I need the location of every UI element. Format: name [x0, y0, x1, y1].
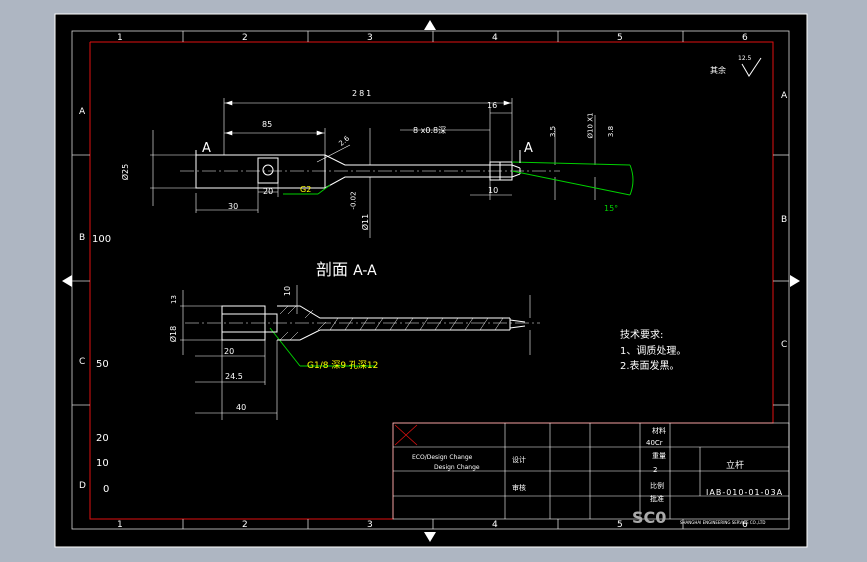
zone-col-1-bottom: 1 — [117, 520, 123, 530]
dim-85: 85 — [262, 120, 273, 129]
dim-g2: G2 — [300, 185, 312, 194]
tb-change-en-1: ECO/Design Change — [412, 454, 473, 461]
zone-row-a-right: A — [781, 91, 788, 101]
zone-col-6-bottom: 6 — [742, 520, 748, 530]
zone-row-d-left: D — [79, 481, 86, 491]
tb-weight-head: 重量 — [652, 452, 666, 460]
section-mark-right: A — [524, 141, 533, 156]
tb-logo: SC0 — [632, 508, 667, 527]
tb-material-head: 材料 — [652, 427, 666, 435]
tb-change-en-2: Design Change — [434, 464, 480, 471]
zone-row-a-left: A — [79, 107, 86, 117]
zone-col-4-bottom: 4 — [492, 520, 498, 530]
surface-note-value: 12.5 — [738, 55, 752, 62]
zone-col-2-top: 2 — [242, 33, 248, 43]
dim-38: 3.8 — [607, 125, 616, 138]
zone-col-6-top: 6 — [742, 33, 748, 43]
tb-part-name: 立杆 — [726, 461, 745, 471]
dim-20-top: 20 — [263, 187, 274, 196]
center-mark-right — [790, 275, 800, 287]
tb-material: 40Cr — [646, 439, 663, 447]
zone-row-c-right: C — [781, 340, 788, 350]
scale-0: 0 — [103, 484, 110, 495]
sec-dim-20: 20 — [224, 347, 235, 356]
zone-row-b-left: B — [79, 233, 86, 243]
dim-30: 30 — [228, 202, 239, 211]
tech-requirement-1: 1、调质处理。 — [620, 346, 687, 357]
dim-281: 281 — [352, 89, 374, 98]
tb-scale: 2 — [653, 466, 658, 474]
scale-10: 10 — [96, 458, 109, 469]
dim-16: 16 — [487, 101, 498, 110]
title-block-grid — [392, 422, 790, 520]
dim-angle: 15° — [604, 204, 619, 213]
tb-design-head: 设计 — [512, 456, 526, 464]
section-view-part — [221, 305, 526, 341]
zone-row-b-right: B — [781, 215, 788, 225]
section-cut-markers — [195, 150, 521, 163]
section-title-suffix: A-A — [353, 263, 377, 279]
section-title: 剖面 A-A — [316, 260, 377, 279]
dim-10: 10 — [488, 186, 499, 195]
scale-50: 50 — [96, 359, 109, 370]
thread-note: G1/8 深9 孔深12 — [307, 361, 379, 371]
center-mark-bottom — [424, 532, 436, 542]
dim-m002: -0.02 — [349, 191, 358, 210]
dim-8x08: 8 x0.8深 — [413, 126, 447, 135]
zone-col-2-bottom: 2 — [242, 520, 248, 530]
main-dimension-lines — [150, 98, 596, 238]
dim-25: Ø25 — [121, 163, 131, 181]
zone-col-3-bottom: 3 — [367, 520, 373, 530]
dim-35: 3.5 — [549, 125, 558, 138]
zone-col-3-top: 3 — [367, 33, 373, 43]
zone-col-5-bottom: 5 — [617, 520, 623, 530]
section-mark-left: A — [202, 141, 211, 156]
section-hatching — [279, 305, 504, 341]
zone-col-4-top: 4 — [492, 33, 498, 43]
sec-dim-24: 24.5 — [225, 372, 243, 381]
tb-drawing-no: IAB-010-01-03A — [706, 488, 784, 497]
dim-10x1: Ø10 X1 — [586, 112, 595, 139]
center-mark-left — [62, 275, 72, 287]
zone-col-5-top: 5 — [617, 33, 623, 43]
scale-100: 100 — [92, 234, 112, 245]
scale-20: 20 — [96, 433, 109, 444]
title-block-red-cross — [394, 424, 418, 446]
sec-dim-40: 40 — [236, 403, 247, 412]
tech-requirement-2: 2.表面发黑。 — [620, 361, 680, 372]
dim-11: Ø11 — [361, 213, 371, 231]
green-annotations — [269, 161, 634, 367]
zone-row-c-left: C — [79, 357, 86, 367]
sec-dim-13: 13 — [169, 295, 178, 304]
tb-approve-head: 批准 — [650, 495, 664, 503]
section-title-main: 剖面 — [316, 260, 349, 279]
tb-scale-head: 比例 — [650, 482, 664, 490]
tech-requirements-title: 技术要求: — [620, 330, 664, 341]
sec-dim-10: 10 — [283, 285, 293, 297]
section-dimension-lines — [180, 285, 531, 420]
drawing-canvas — [54, 13, 808, 548]
center-mark-top — [424, 20, 436, 30]
surface-finish-symbol — [741, 57, 762, 77]
zone-ticks — [72, 31, 789, 529]
tb-company: SHANGHAI ENGINEERING SERVICE CO.,LTD — [680, 520, 766, 525]
surface-note-prefix: 其余 — [710, 66, 726, 75]
sec-dim-18: Ø18 — [169, 325, 179, 343]
zone-col-1-top: 1 — [117, 33, 123, 43]
tb-check-head: 审核 — [512, 484, 526, 492]
